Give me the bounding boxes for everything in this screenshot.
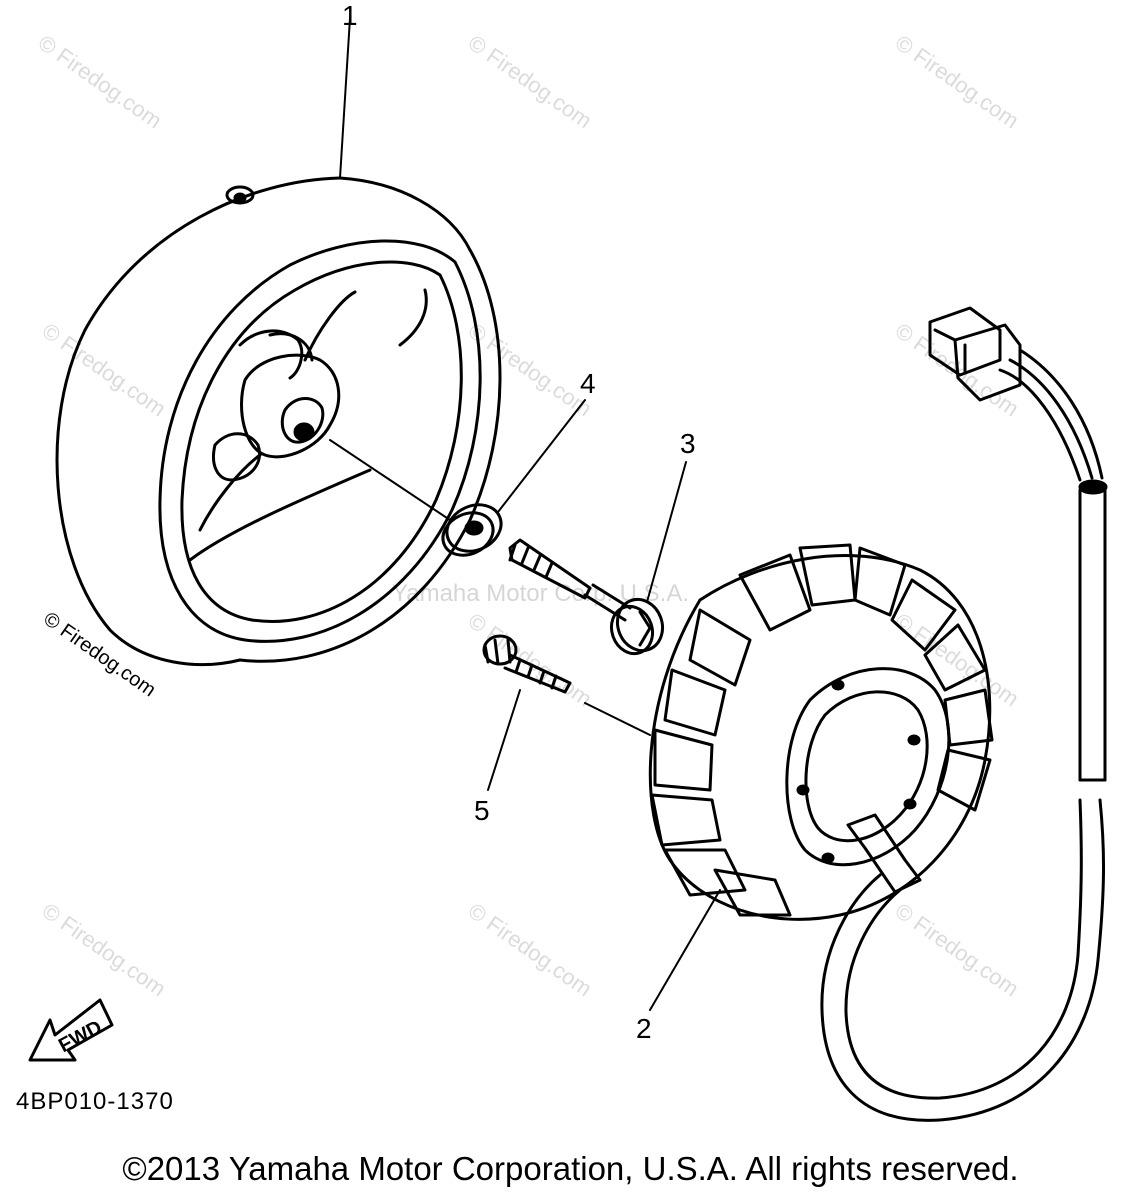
- callout-part-2: 2: [636, 1013, 652, 1044]
- wire-harness-drawing: [820, 306, 1108, 1122]
- callout-part-4: 4: [580, 368, 596, 399]
- fwd-arrow-drawing: [28, 998, 114, 1062]
- copyright-notice: ©2013 Yamaha Motor Corporation, U.S.A. A…: [122, 1150, 1019, 1187]
- washer-drawing: [441, 503, 503, 557]
- callout-part-5: 5: [474, 795, 490, 826]
- fwd-label: FWD: [55, 1016, 106, 1057]
- callout-part-1: 1: [342, 0, 358, 31]
- stator-coil-drawing: [648, 543, 994, 921]
- diagram-part-code: 4BP010-1370: [16, 1088, 174, 1115]
- long-bolt-drawing: [508, 538, 665, 656]
- callout-part-3: 3: [680, 428, 696, 459]
- center-watermark: Yamaha Motor Corp. U.S.A.: [392, 580, 689, 607]
- flywheel-rotor-drawing: [55, 176, 502, 667]
- short-bolt-drawing: [482, 634, 572, 694]
